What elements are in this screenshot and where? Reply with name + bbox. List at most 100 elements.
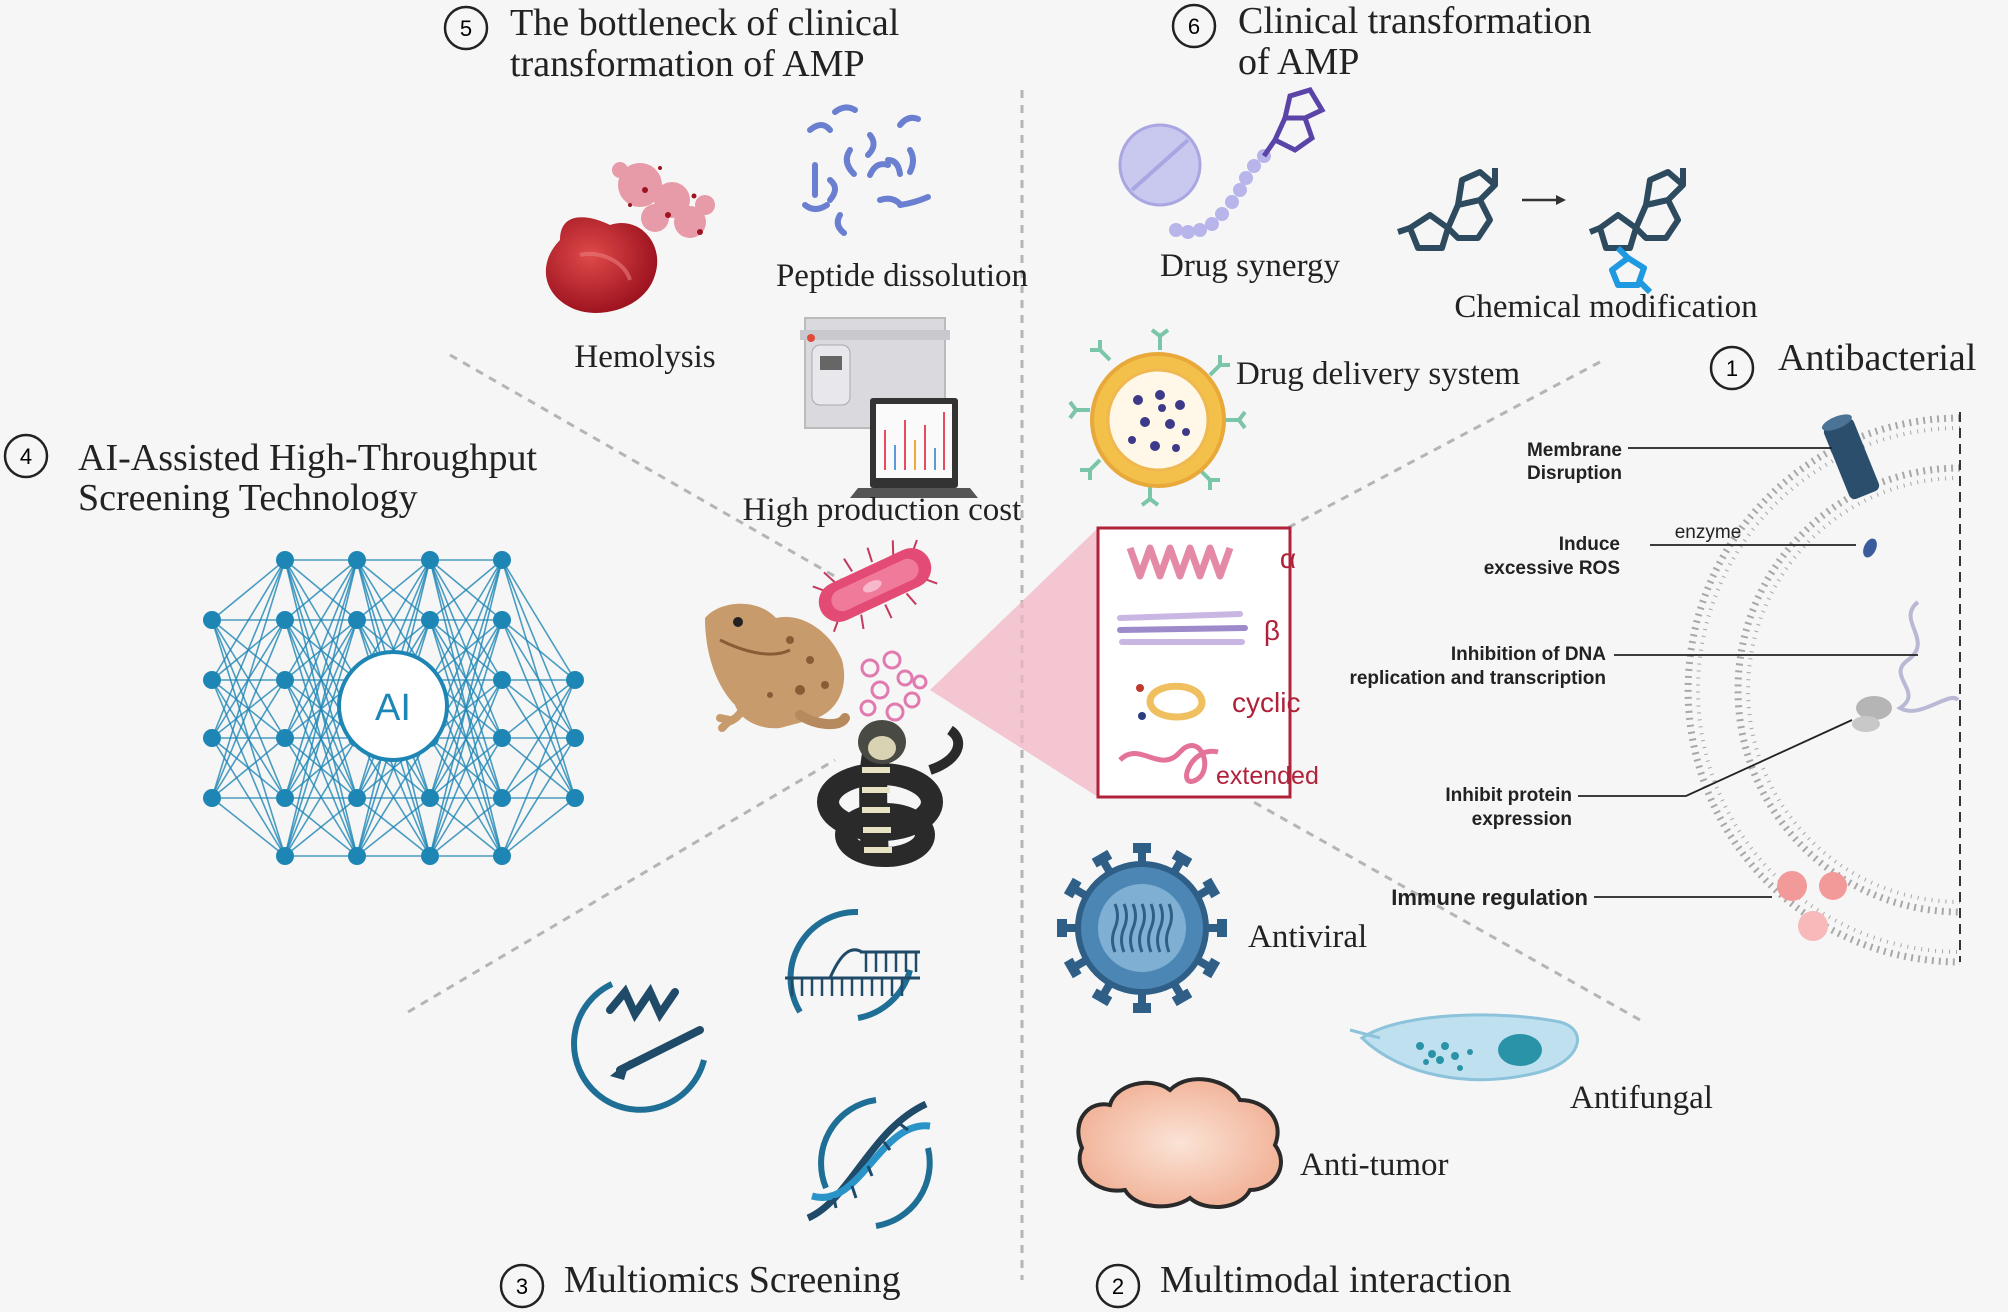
virus-icon bbox=[1057, 843, 1227, 1013]
network-node bbox=[493, 611, 511, 629]
section-4-header: 4 AI-Assisted High-Throughput Screening … bbox=[3, 433, 538, 519]
network-node bbox=[276, 671, 294, 689]
drug-synergy-label: Drug synergy bbox=[1160, 248, 1340, 284]
network-edge bbox=[284, 737, 358, 857]
network-edge bbox=[501, 619, 576, 681]
arrow-icon bbox=[1522, 195, 1566, 205]
network-edge bbox=[284, 559, 358, 621]
network-node bbox=[566, 671, 584, 689]
section-3-header: 3 Multiomics Screening bbox=[499, 1259, 901, 1309]
section-number: 4 bbox=[20, 444, 32, 469]
network-edge bbox=[501, 679, 576, 739]
membrane-disruption-line2: Disruption bbox=[1527, 463, 1622, 484]
section-2-header: 2 Multimodal interaction bbox=[1095, 1259, 1511, 1309]
virus-genome bbox=[1129, 903, 1137, 953]
network-edge bbox=[284, 559, 358, 799]
membrane-disruption-line1: Membrane bbox=[1527, 440, 1622, 461]
network-edge bbox=[211, 737, 286, 799]
drug-delivery-system-label: Drug delivery system bbox=[1236, 356, 1520, 392]
section-number: 1 bbox=[1726, 356, 1738, 381]
network-edge bbox=[211, 737, 286, 857]
rna-structure-icon bbox=[785, 908, 920, 1021]
network-node bbox=[203, 789, 221, 807]
network-edge bbox=[211, 559, 286, 621]
chemical-modification-icon bbox=[1397, 168, 1498, 251]
virus-spike-head bbox=[1057, 919, 1067, 937]
network-node bbox=[276, 729, 294, 747]
hemolysis-icon bbox=[545, 162, 715, 313]
dna-inhibition-line2: replication and transcription bbox=[1349, 668, 1606, 689]
network-edge bbox=[211, 797, 286, 857]
network-edge bbox=[211, 679, 286, 799]
network-node bbox=[493, 551, 511, 569]
network-node bbox=[421, 611, 439, 629]
divider-lower-right bbox=[1249, 798, 1641, 1022]
virus-spike-head bbox=[1063, 877, 1082, 899]
section-title-line2: of AMP bbox=[1238, 41, 1359, 83]
section-1-header: 1 Antibacterial bbox=[1709, 337, 1976, 391]
immune-cells-icon bbox=[1777, 871, 1847, 941]
network-node bbox=[566, 729, 584, 747]
section-number-circle bbox=[1095, 1263, 1141, 1309]
cyclic-label: cyclic bbox=[1232, 687, 1300, 718]
section-number-circle bbox=[3, 433, 49, 479]
network-node bbox=[348, 551, 366, 569]
drug-synergy-icon bbox=[1118, 87, 1326, 239]
bacterium-icon bbox=[812, 539, 938, 633]
tumor-icon bbox=[1076, 1077, 1283, 1210]
antiviral-label: Antiviral bbox=[1248, 919, 1367, 955]
network-edge bbox=[356, 737, 431, 857]
section-title: Multimodal interaction bbox=[1160, 1259, 1511, 1301]
zoom-projection bbox=[930, 528, 1098, 797]
network-edge bbox=[501, 679, 576, 799]
network-node bbox=[203, 671, 221, 689]
virus-spike-head bbox=[1171, 849, 1193, 868]
membrane-pore-icon bbox=[1821, 414, 1880, 500]
beta-label: β bbox=[1264, 615, 1280, 646]
protein-inhibition-line1: Inhibit protein bbox=[1445, 785, 1572, 806]
network-edge bbox=[284, 559, 358, 681]
section-6-header: 6 Clinical transformation of AMP bbox=[1171, 0, 1592, 83]
network-edge bbox=[356, 559, 431, 621]
network-node bbox=[348, 789, 366, 807]
network-edge bbox=[429, 559, 503, 681]
network-edge bbox=[501, 737, 576, 857]
virus-spike-head bbox=[1091, 988, 1113, 1007]
network-edge bbox=[211, 559, 286, 799]
network-edge bbox=[429, 737, 503, 857]
peptide-dissolution-icon bbox=[802, 104, 931, 236]
virus-spike-head bbox=[1133, 1003, 1151, 1013]
section-number: 2 bbox=[1112, 1274, 1124, 1299]
antifungal-label: Antifungal bbox=[1570, 1080, 1713, 1116]
network-edge bbox=[284, 559, 358, 857]
network-node bbox=[421, 551, 439, 569]
section-number: 5 bbox=[460, 16, 472, 41]
network-node bbox=[493, 671, 511, 689]
extended-label: extended bbox=[1216, 762, 1319, 790]
section-title-line1: AI-Assisted High-Throughput bbox=[78, 437, 538, 479]
high-production-cost-label: High production cost bbox=[743, 492, 1022, 528]
network-edge bbox=[429, 619, 503, 857]
divider-upper-left bbox=[449, 353, 851, 587]
cell-membrane-layer bbox=[1746, 476, 1961, 904]
network-edge bbox=[211, 559, 286, 739]
chemical-modification-label: Chemical modification bbox=[1454, 289, 1757, 325]
divider-lower-left bbox=[407, 758, 836, 1014]
network-node bbox=[493, 847, 511, 865]
virus-spike-head bbox=[1091, 849, 1113, 868]
network-edge bbox=[284, 797, 358, 857]
anti-tumor-label: Anti-tumor bbox=[1300, 1147, 1448, 1183]
section-number: 3 bbox=[516, 1274, 528, 1299]
antibacterial-leaders bbox=[1578, 447, 1918, 898]
virus-genome bbox=[1165, 903, 1173, 953]
network-edge bbox=[501, 619, 576, 739]
virus-genome bbox=[1147, 903, 1155, 953]
network-edge bbox=[429, 559, 503, 799]
virus-spike-head bbox=[1217, 919, 1227, 937]
section-title: Antibacterial bbox=[1778, 337, 1976, 379]
network-node bbox=[493, 729, 511, 747]
ros-line2: excessive ROS bbox=[1484, 558, 1620, 579]
section-number: 6 bbox=[1188, 14, 1200, 39]
network-node bbox=[203, 611, 221, 629]
